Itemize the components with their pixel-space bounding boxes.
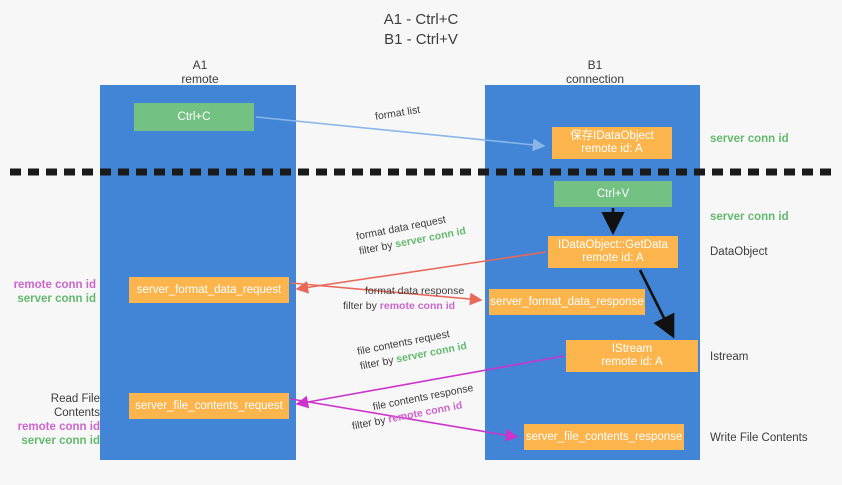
edge-label-format-list: format list xyxy=(374,103,421,125)
box-ctrl-v-label: Ctrl+V xyxy=(596,187,630,200)
column-a1-sub: remote xyxy=(181,72,219,86)
title-line-1: A1 - Ctrl+C xyxy=(383,11,459,28)
title-line-2: B1 - Ctrl+V xyxy=(384,31,458,48)
column-b1-sub: connection xyxy=(565,72,625,86)
column-b1-name: B1 xyxy=(587,58,603,72)
edge-label-format-list-text: format list xyxy=(374,103,421,123)
label-server-conn-id-top: server conn id xyxy=(710,133,789,145)
box-ctrl-v[interactable]: Ctrl+V xyxy=(554,181,672,207)
edge-label-file-contents-request: file contents request filter by server c… xyxy=(356,324,468,374)
column-header-a1: A1 remote xyxy=(130,58,270,86)
box-istream-text: IStream remote id: A xyxy=(601,343,662,369)
label-server-conn-id-mid: server conn id xyxy=(710,211,789,223)
diagram-title: A1 - Ctrl+C B1 - Ctrl+V xyxy=(0,10,842,50)
edge-label-format-data-response: format data response filter by remote co… xyxy=(343,284,464,314)
box-server-file-contents-response-label: server_file_contents_response xyxy=(525,430,683,443)
column-a1-name: A1 xyxy=(192,58,208,72)
edge-label-format-data-response-filter: filter by remote conn id xyxy=(343,299,464,314)
box-ctrl-c-label: Ctrl+C xyxy=(177,110,211,123)
filter-value-remote-conn-id: remote conn id xyxy=(379,300,456,312)
box-server-format-data-response[interactable]: server_format_data_response xyxy=(489,289,645,315)
filter-prefix: filter by xyxy=(343,300,380,312)
box-getdata-line2: remote id: A xyxy=(582,252,644,264)
edge-label-format-data-response-line1: format data response xyxy=(365,285,465,297)
box-ctrl-c[interactable]: Ctrl+C xyxy=(134,103,254,131)
box-save-idataobject[interactable]: 保存IDataObject remote id: A xyxy=(552,127,672,159)
label-istream: Istream xyxy=(710,351,749,363)
box-save-idataobject-line2: remote id: A xyxy=(581,143,643,155)
box-istream-line2: remote id: A xyxy=(601,356,663,368)
label-write-file-contents: Write File Contents xyxy=(710,432,808,444)
box-idataobject-getdata[interactable]: IDataObject::GetData remote id: A xyxy=(548,236,678,268)
label-server-conn-id: server conn id xyxy=(17,293,96,305)
box-server-file-contents-request-label: server_file_contents_request xyxy=(135,399,283,412)
box-server-file-contents-response[interactable]: server_file_contents_response xyxy=(524,424,684,450)
box-istream[interactable]: IStream remote id: A xyxy=(566,340,698,372)
edge-label-file-contents-response: file contents response filter by remote … xyxy=(348,381,478,435)
box-server-format-data-response-label: server_format_data_response xyxy=(490,295,644,308)
label-read-file-contents: Read File Contents xyxy=(50,393,100,419)
box-server-format-data-request-label: server_format_data_request xyxy=(136,283,282,296)
label-remote-conn-id: remote conn id xyxy=(13,279,96,291)
column-header-b1: B1 connection xyxy=(525,58,665,86)
label-left-conn-ids: remote conn id server conn id xyxy=(8,278,96,306)
box-istream-line1: IStream xyxy=(611,343,653,355)
box-save-idataobject-line1: 保存IDataObject xyxy=(570,130,654,142)
box-server-file-contents-request[interactable]: server_file_contents_request xyxy=(129,393,289,419)
label-server-conn-id-2: server conn id xyxy=(21,435,100,447)
box-server-format-data-request[interactable]: server_format_data_request xyxy=(129,277,289,303)
edge-label-format-data-request: format data request filter by server con… xyxy=(355,209,467,259)
box-getdata-text: IDataObject::GetData remote id: A xyxy=(558,239,668,265)
label-read-file-contents-group: Read File Contents remote conn id server… xyxy=(8,392,100,448)
label-dataobject: DataObject xyxy=(710,246,768,258)
box-getdata-line1: IDataObject::GetData xyxy=(558,239,668,251)
label-remote-conn-id-2: remote conn id xyxy=(17,421,100,433)
box-save-idataobject-text: 保存IDataObject remote id: A xyxy=(570,130,654,156)
